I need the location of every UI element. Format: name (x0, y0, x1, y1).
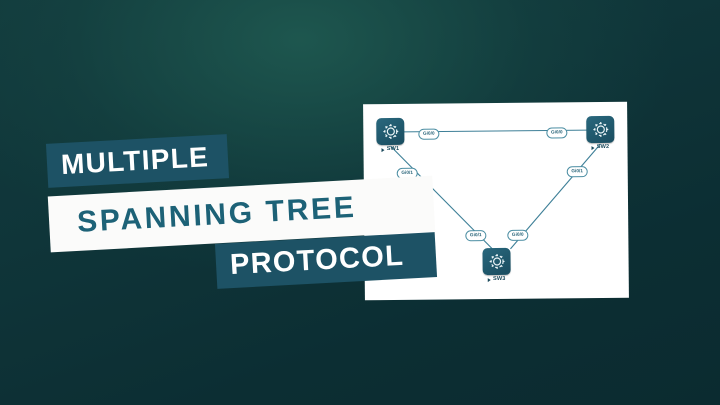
device-node-sw1[interactable]: SW1 (375, 117, 405, 153)
network-diagram-canvas: SW1 SW2 (363, 102, 629, 301)
device-label-sw1: SW1 (375, 145, 405, 153)
interface-label-sw2-gi00: Gi0/0 (546, 127, 568, 139)
interface-label-sw1-gi00: Gi0/0 (418, 128, 440, 141)
device-node-sw2[interactable]: SW2 (585, 115, 615, 151)
interface-label-sw3-gi01: Gi0/1 (465, 230, 487, 242)
switch-icon (482, 247, 511, 276)
network-diagram-panel: SW1 SW2 (363, 101, 629, 301)
interface-label-sw2-gi01: Gi0/1 (566, 166, 588, 178)
device-name-sw2: SW2 (596, 143, 610, 151)
device-name-sw3: SW3 (492, 275, 506, 283)
title-text-line2: SPANNING TREE (76, 190, 358, 239)
interface-label-sw3-gi00: Gi0/0 (507, 229, 529, 242)
title-text-line3: PROTOCOL (229, 239, 405, 282)
play-triangle-icon (488, 277, 492, 282)
title-text-line1: MULTIPLE (60, 141, 210, 181)
switch-icon (586, 115, 615, 144)
device-name-sw1: SW1 (386, 145, 400, 153)
device-node-sw3[interactable]: SW3 (481, 247, 512, 283)
device-label-sw3: SW3 (482, 275, 512, 283)
switch-glyph-icon (382, 124, 398, 139)
device-label-sw2: SW2 (585, 143, 615, 151)
switch-glyph-icon (592, 122, 608, 137)
switch-icon (376, 117, 405, 146)
play-triangle-icon (381, 147, 385, 152)
title-band-multiple: MULTIPLE (45, 134, 230, 188)
play-triangle-icon (591, 145, 595, 150)
switch-glyph-icon (489, 254, 505, 269)
